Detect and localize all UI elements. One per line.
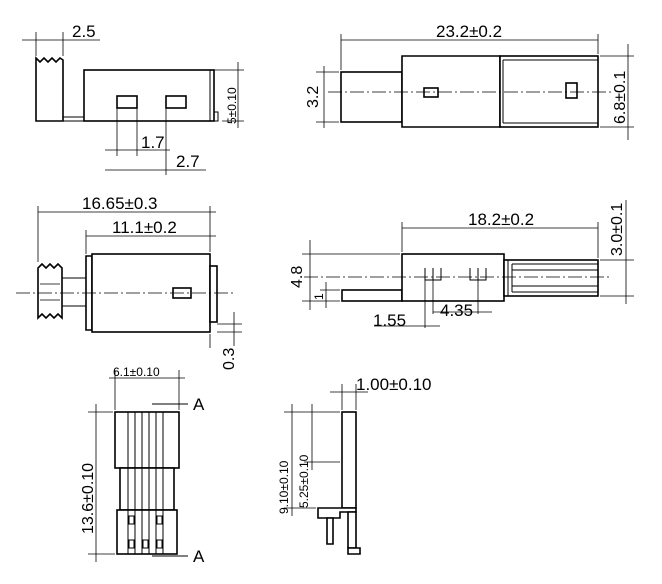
dim-v4-length: 18.2±0.2: [468, 210, 534, 229]
dim-v2-height: 6.8±0.1: [612, 71, 629, 124]
view-front-bottom-left: A A 6.1±0.10 13.6±0.10: [80, 365, 205, 566]
dim-v3-body: 11.1±0.2: [112, 218, 177, 237]
dim-v4-a: 1.55: [373, 311, 406, 330]
dim-v4-height: 3.0±0.1: [609, 203, 626, 256]
dim-v1-width: 2.5: [72, 22, 96, 41]
dim-v4-b: 4.35: [440, 301, 473, 320]
section-label-a-top: A: [193, 395, 205, 414]
dim-v6-inner: 5.25±0.10: [297, 454, 311, 508]
view-side-bottom-middle: 1.00±0.10 9.10±0.10 5.25±0.10: [277, 375, 432, 555]
dim-v6-thickness: 1.00±0.10: [356, 375, 432, 394]
dim-v4-left-height: 4.8: [289, 266, 306, 288]
dim-v3-offset: 0.3: [221, 348, 238, 370]
dim-v4-step: 1: [312, 293, 326, 300]
dim-v2-small-height: 3.2: [305, 86, 322, 108]
dim-v5-length: 13.6±0.10: [80, 463, 97, 534]
dim-v1-pitch-b: 2.7: [176, 152, 200, 171]
view-side-top-left: 2.5 1.7 2.7 5±0.10: [22, 22, 244, 175]
view-side-middle-right: 18.2±0.2 3.0±0.1 4.8 1 1.55 4.35: [289, 200, 634, 330]
dim-v1-height: 5±0.10: [225, 87, 239, 124]
dim-v2-length: 23.2±0.2: [436, 22, 502, 41]
dim-v5-width: 6.1±0.10: [113, 365, 160, 379]
dim-v1-pitch-a: 1.7: [141, 133, 165, 152]
view-side-middle-left: 16.65±0.3 11.1±0.2 0.3: [16, 194, 242, 370]
section-label-a-bottom: A: [193, 547, 205, 566]
dim-v3-overall: 16.65±0.3: [82, 194, 158, 213]
view-plan-top-right: 23.2±0.2 3.2 6.8±0.1: [305, 22, 634, 140]
dim-v6-total: 9.10±0.10: [277, 460, 291, 514]
